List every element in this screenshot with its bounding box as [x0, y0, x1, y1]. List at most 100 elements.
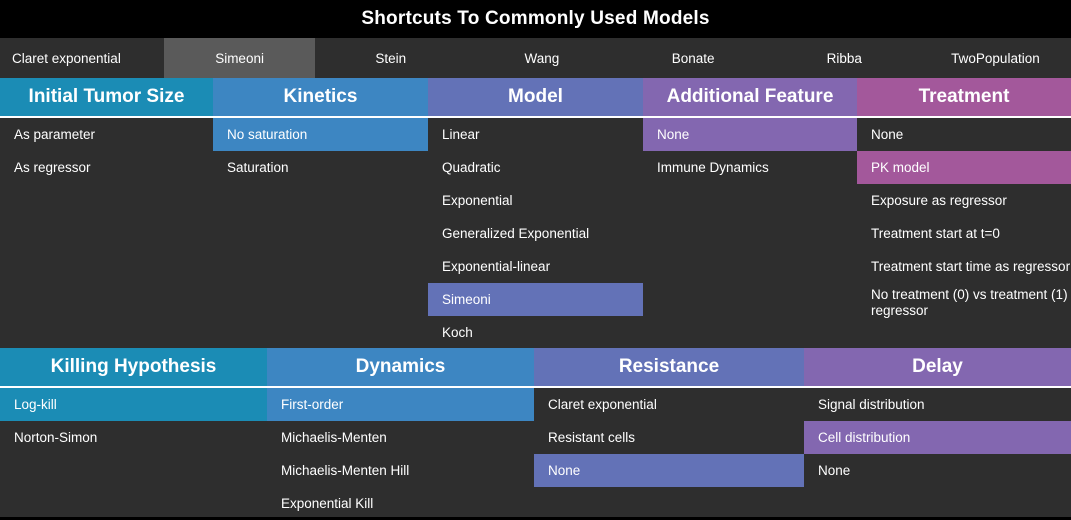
option-first-order[interactable]: First-order: [267, 388, 534, 421]
tab-label: TwoPopulation: [951, 50, 1040, 66]
option-none[interactable]: None: [534, 454, 804, 487]
option-treatment-start-time-as-regressor[interactable]: Treatment start time as regressor: [857, 250, 1071, 283]
tab-twopopulation[interactable]: TwoPopulation: [919, 38, 1071, 78]
option-label: Linear: [442, 126, 480, 142]
option-label: Exposure as regressor: [871, 192, 1007, 208]
tab-label: Bonate: [671, 50, 715, 66]
tab-bonate[interactable]: Bonate: [617, 38, 769, 78]
option-generalized-exponential[interactable]: Generalized Exponential: [428, 217, 643, 250]
tab-label: Ribba: [826, 50, 862, 66]
option-norton-simon[interactable]: Norton-Simon: [0, 421, 267, 454]
category-header-kinetics: Kinetics: [213, 78, 428, 116]
option-as-regressor[interactable]: As regressor: [0, 151, 213, 184]
tab-claret-exponential[interactable]: Claret exponential: [0, 38, 164, 78]
title-bar: Shortcuts To Commonly Used Models: [0, 0, 1071, 38]
model-tab-bar[interactable]: Claret exponential Simeoni Stein Wang Bonate…: [0, 38, 1071, 78]
option-label: No saturation: [227, 126, 308, 142]
category-header-label: Delay: [912, 356, 963, 377]
category-header-initial-tumor-size: Initial Tumor Size: [0, 78, 213, 116]
option-label: Simeoni: [442, 291, 491, 307]
category-header-delay: Delay: [804, 348, 1071, 386]
option-label: No treatment (0) vs treatment (1) regres…: [871, 287, 1068, 318]
option-none[interactable]: None: [804, 454, 1071, 487]
category-header-row-top: Initial Tumor Size Kinetics Model Additiona…: [0, 78, 1071, 118]
option-label: Norton-Simon: [14, 429, 98, 445]
option-exponential-linear[interactable]: Exponential-linear: [428, 250, 643, 283]
option-label: Signal distribution: [818, 396, 925, 412]
option-koch[interactable]: Koch: [428, 316, 643, 349]
option-exponential-kill[interactable]: Exponential Kill: [267, 487, 534, 520]
category-header-label: Kinetics: [283, 86, 358, 107]
option-linear[interactable]: Linear: [428, 118, 643, 151]
option-label: Michaelis-Menten Hill: [281, 462, 410, 478]
option-simeoni[interactable]: Simeoni: [428, 283, 643, 316]
option-label: Resistant cells: [548, 429, 636, 445]
tab-label: Claret exponential: [12, 50, 121, 66]
category-header-label: Resistance: [618, 356, 720, 377]
option-saturation[interactable]: Saturation: [213, 151, 428, 184]
category-header-dynamics: Dynamics: [267, 348, 534, 386]
option-label: Treatment start at t=0: [871, 225, 1000, 241]
option-label: Saturation: [227, 159, 289, 175]
category-header-model: Model: [428, 78, 643, 116]
option-column-initial-tumor-size: As parameter As regressor: [0, 118, 213, 348]
option-quadratic[interactable]: Quadratic: [428, 151, 643, 184]
option-signal-distribution[interactable]: Signal distribution: [804, 388, 1071, 421]
option-label: None: [818, 462, 851, 478]
category-header-additional-feature: Additional Feature: [643, 78, 857, 116]
option-label: PK model: [871, 159, 930, 175]
option-label: First-order: [281, 396, 344, 412]
option-treatment-start-at-t-0[interactable]: Treatment start at t=0: [857, 217, 1071, 250]
option-label: Treatment start time as regressor: [871, 258, 1071, 274]
option-resistant-cells[interactable]: Resistant cells: [534, 421, 804, 454]
tab-simeoni[interactable]: Simeoni: [164, 38, 316, 78]
option-exposure-as-regressor[interactable]: Exposure as regressor: [857, 184, 1071, 217]
option-label: None: [548, 462, 581, 478]
option-immune-dynamics[interactable]: Immune Dynamics: [643, 151, 857, 184]
option-pk-model[interactable]: PK model: [857, 151, 1071, 184]
category-header-label: Treatment: [918, 86, 1010, 107]
option-as-parameter[interactable]: As parameter: [0, 118, 213, 151]
option-label: None: [871, 126, 904, 142]
category-header-treatment: Treatment: [857, 78, 1071, 116]
option-none[interactable]: None: [643, 118, 857, 151]
tab-stein[interactable]: Stein: [315, 38, 467, 78]
option-label: Koch: [442, 324, 473, 340]
category-header-row-bottom: Killing Hypothesis Dynamics Resistance Dela…: [0, 348, 1071, 388]
option-cell-distribution[interactable]: Cell distribution: [804, 421, 1071, 454]
option-label: Quadratic: [442, 159, 501, 175]
category-header-label: Killing Hypothesis: [50, 356, 217, 377]
option-log-kill[interactable]: Log-kill: [0, 388, 267, 421]
option-label: Log-kill: [14, 396, 57, 412]
category-header-label: Initial Tumor Size: [28, 86, 185, 107]
option-label: Exponential-linear: [442, 258, 551, 274]
tab-wang[interactable]: Wang: [466, 38, 618, 78]
option-michaelis-menten[interactable]: Michaelis-Menten: [267, 421, 534, 454]
option-no-saturation[interactable]: No saturation: [213, 118, 428, 151]
option-label: As parameter: [14, 126, 96, 142]
category-header-killing-hypothesis: Killing Hypothesis: [0, 348, 267, 386]
option-label: Immune Dynamics: [657, 159, 769, 175]
category-header-resistance: Resistance: [534, 348, 804, 386]
tab-ribba[interactable]: Ribba: [768, 38, 920, 78]
option-exponential[interactable]: Exponential: [428, 184, 643, 217]
option-no-treatment-0-vs-treatment-1-regressor[interactable]: No treatment (0) vs treatment (1) regres…: [857, 283, 1071, 323]
tab-label: Simeoni: [215, 50, 264, 66]
category-header-label: Dynamics: [355, 356, 446, 377]
tab-label: Stein: [375, 50, 407, 66]
category-header-label: Model: [508, 86, 563, 107]
option-label: Generalized Exponential: [442, 225, 590, 241]
option-michaelis-menten-hill[interactable]: Michaelis-Menten Hill: [267, 454, 534, 487]
tab-label: Wang: [524, 50, 560, 66]
option-none[interactable]: None: [857, 118, 1071, 151]
option-claret-exponential[interactable]: Claret exponential: [534, 388, 804, 421]
option-label: Michaelis-Menten: [281, 429, 387, 445]
